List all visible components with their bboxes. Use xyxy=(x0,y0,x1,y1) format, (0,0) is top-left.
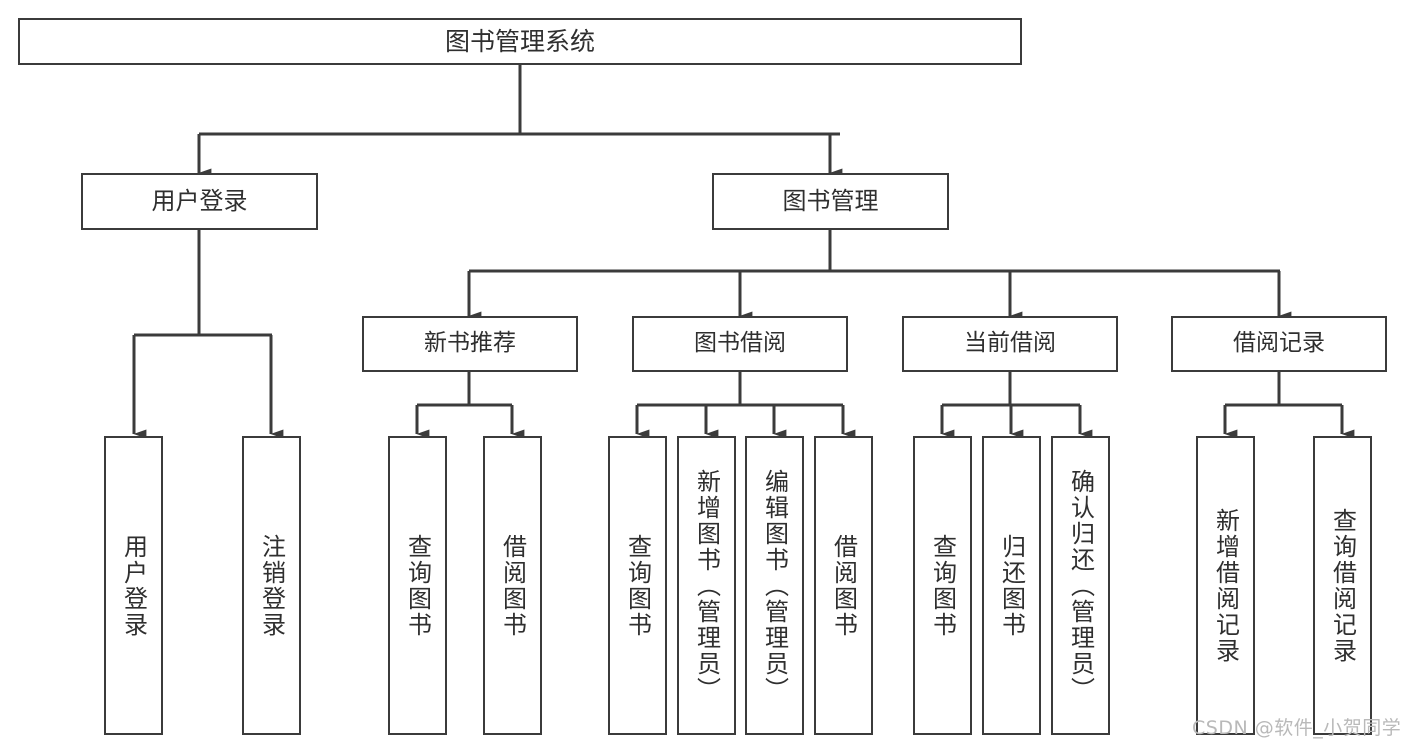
node-label: 借阅记录 xyxy=(1233,330,1325,357)
node-current-borrow[interactable]: 当前借阅 xyxy=(902,316,1118,372)
node-label: 图书管理系统 xyxy=(444,26,595,56)
node-label: 确认归还（管理员） xyxy=(1066,468,1095,703)
node-leaf-query-book-1[interactable]: 查询图书 xyxy=(388,436,447,735)
node-user-login[interactable]: 用户登录 xyxy=(81,173,318,230)
node-leaf-user-login[interactable]: 用户登录 xyxy=(104,436,163,735)
node-root-book-management-system[interactable]: 图书管理系统 xyxy=(18,18,1022,65)
node-new-book-recommend[interactable]: 新书推荐 xyxy=(362,316,578,372)
node-leaf-borrow-book-1[interactable]: 借阅图书 xyxy=(483,436,542,735)
node-label: 借阅图书 xyxy=(829,533,858,638)
node-label: 图书借阅 xyxy=(694,330,786,357)
node-leaf-add-book[interactable]: 新增图书（管理员） xyxy=(677,436,736,735)
node-leaf-query-book-3[interactable]: 查询图书 xyxy=(913,436,972,735)
node-label: 图书管理 xyxy=(782,187,879,216)
node-leaf-query-book-2[interactable]: 查询图书 xyxy=(608,436,667,735)
node-label: 注销登录 xyxy=(257,533,286,638)
node-label: 新增图书（管理员） xyxy=(692,468,721,703)
node-leaf-add-record[interactable]: 新增借阅记录 xyxy=(1196,436,1255,735)
node-label: 借阅图书 xyxy=(498,533,527,638)
node-leaf-logout[interactable]: 注销登录 xyxy=(242,436,301,735)
node-leaf-query-record[interactable]: 查询借阅记录 xyxy=(1313,436,1372,735)
node-book-borrow[interactable]: 图书借阅 xyxy=(632,316,848,372)
node-label: 查询图书 xyxy=(623,533,652,638)
node-label: 归还图书 xyxy=(997,533,1026,638)
node-label: 当前借阅 xyxy=(964,330,1056,357)
node-label: 用户登录 xyxy=(151,187,248,216)
node-leaf-borrow-book-2[interactable]: 借阅图书 xyxy=(814,436,873,735)
node-label: 查询图书 xyxy=(403,533,432,638)
node-leaf-return-book[interactable]: 归还图书 xyxy=(982,436,1041,735)
node-borrow-record[interactable]: 借阅记录 xyxy=(1171,316,1387,372)
node-leaf-edit-book[interactable]: 编辑图书（管理员） xyxy=(745,436,804,735)
node-book-management[interactable]: 图书管理 xyxy=(712,173,949,230)
node-label: 用户登录 xyxy=(119,533,148,638)
node-label: 新书推荐 xyxy=(424,330,516,357)
node-label: 查询借阅记录 xyxy=(1328,507,1357,664)
node-label: 编辑图书（管理员） xyxy=(760,468,789,703)
node-leaf-confirm-return[interactable]: 确认归还（管理员） xyxy=(1051,436,1110,735)
node-label: 查询图书 xyxy=(928,533,957,638)
node-label: 新增借阅记录 xyxy=(1211,507,1240,664)
